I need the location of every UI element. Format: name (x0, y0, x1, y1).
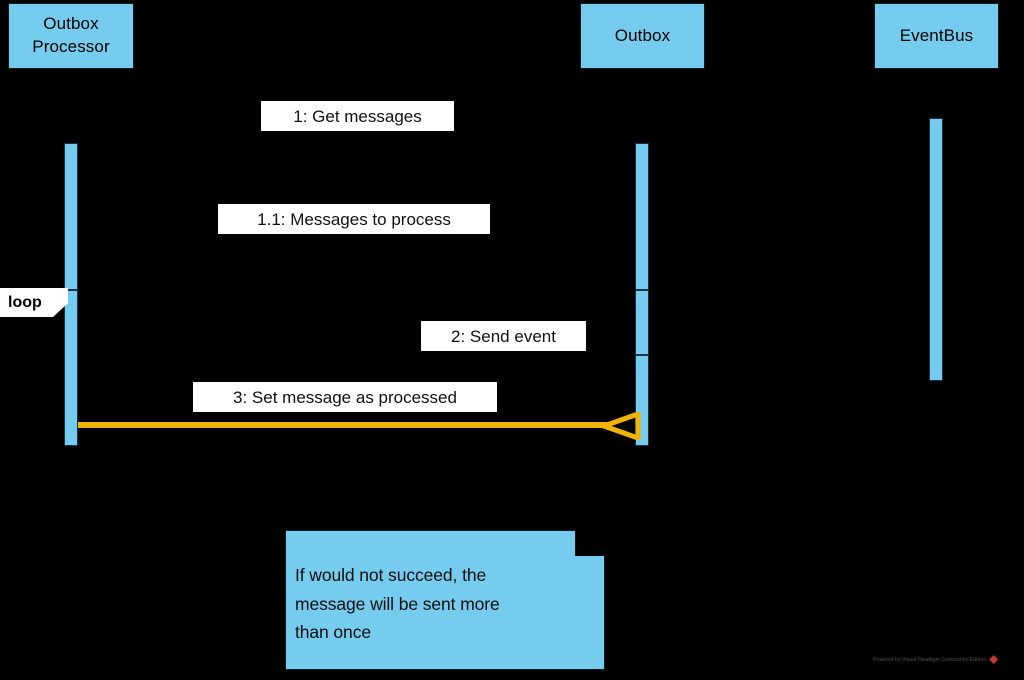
activation-bar-outbox-upper (635, 143, 649, 290)
message-label-3-text: 3: Set message as processed (233, 387, 457, 407)
activation-bar-outbox-processor-upper (64, 143, 78, 290)
activation-bar-outbox-middle (635, 290, 649, 355)
message-label-1-text: 1: Get messages (293, 106, 422, 126)
message-label-2[interactable]: 2: Send event (421, 321, 586, 351)
fragment-operator-loop[interactable]: loop (0, 288, 68, 317)
fragment-operator-label: loop (8, 293, 42, 311)
message-arrow-3-arrowhead-icon (602, 412, 641, 440)
message-label-1[interactable]: 1: Get messages (261, 101, 454, 131)
participant-outbox[interactable]: Outbox (580, 3, 705, 69)
participant-outbox-label: Outbox (614, 25, 671, 45)
activation-bar-outbox-processor-lower (64, 290, 78, 446)
watermark-text: Powered by Visual Paradigm Community Edi… (873, 656, 987, 663)
visual-paradigm-logo-icon (989, 655, 999, 664)
note-box-seam-cover (286, 553, 575, 560)
message-arrow-3-line (78, 422, 608, 428)
participant-eventbus-label: EventBus (899, 25, 974, 45)
message-arrow-3[interactable] (78, 412, 641, 443)
message-label-1-1[interactable]: 1.1: Messages to process (218, 204, 490, 234)
activation-bar-eventbus (929, 118, 943, 381)
message-label-1-1-text: 1.1: Messages to process (257, 209, 451, 229)
message-label-3[interactable]: 3: Set message as processed (193, 382, 497, 412)
note-text: If would not succeed, the message will b… (295, 533, 595, 646)
note-box-upper (285, 530, 576, 557)
participant-eventbus[interactable]: EventBus (874, 3, 999, 69)
note-text-content: If would not succeed, the message will b… (295, 565, 500, 643)
message-label-2-text: 2: Send event (451, 326, 556, 346)
participant-outbox-processor-label: Outbox Processor (32, 14, 110, 56)
note-box-lower (285, 556, 605, 670)
participant-outbox-processor[interactable]: Outbox Processor (8, 3, 134, 69)
watermark: Powered by Visual Paradigm Community Edi… (873, 655, 999, 664)
